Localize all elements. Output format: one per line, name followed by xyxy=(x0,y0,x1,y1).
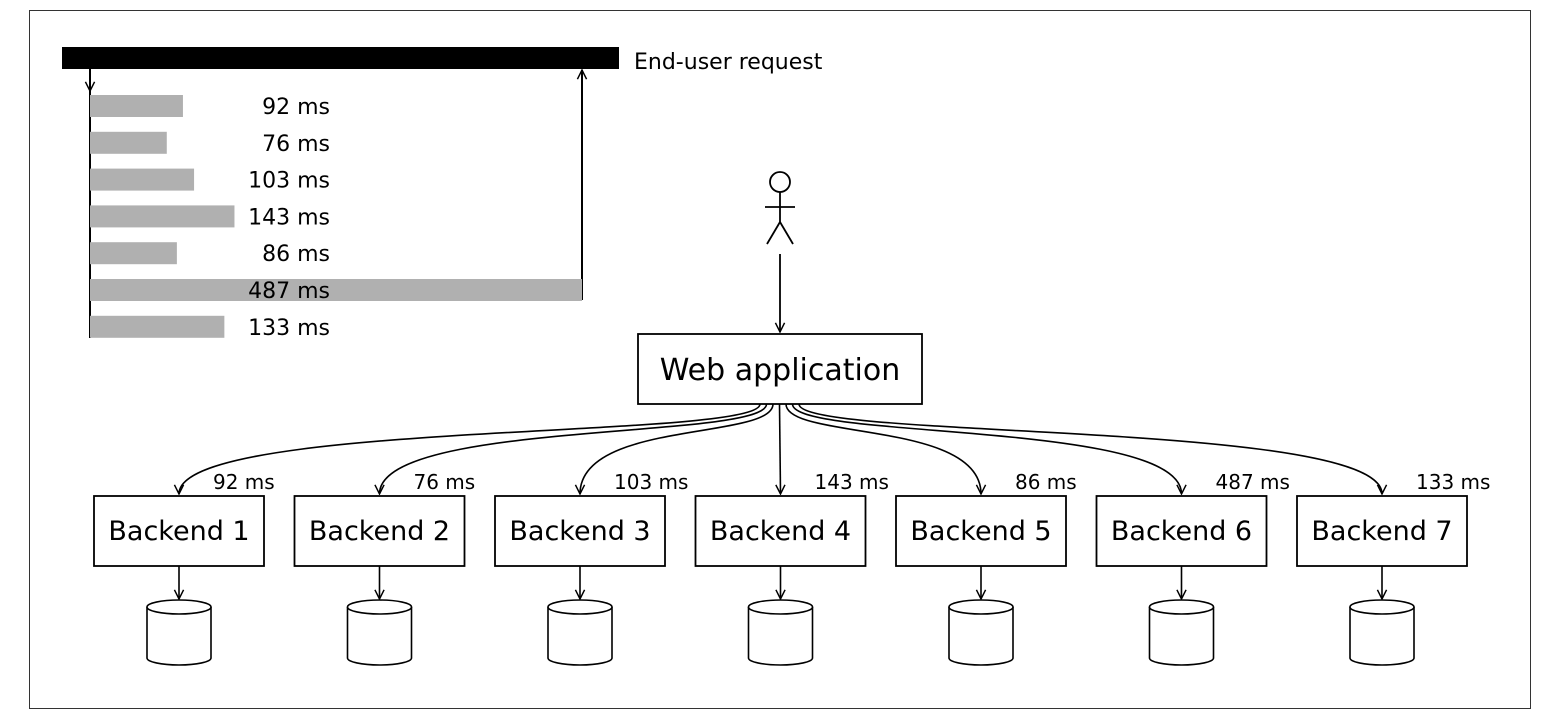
backend-box xyxy=(895,495,1067,567)
backend-box xyxy=(1095,495,1268,567)
user-icon xyxy=(765,171,795,245)
latency-bar-label: 143 ms xyxy=(248,205,330,230)
latency-bar xyxy=(90,131,167,154)
latency-bar-label: 103 ms xyxy=(248,169,330,194)
webapp-to-backend-arrow xyxy=(580,403,774,494)
backend-label: Backend 2 xyxy=(309,516,450,547)
web-application-box xyxy=(637,333,923,405)
webapp-to-backend-arrow xyxy=(798,403,1382,494)
webapp-to-backend-arrow xyxy=(179,403,761,494)
backend-latency-label: 86 ms xyxy=(1015,470,1077,494)
latency-bar-label: 76 ms xyxy=(262,132,330,157)
latency-bar-label: 133 ms xyxy=(248,316,330,341)
request-label: End-user request xyxy=(634,50,823,75)
backend-latency-label: 143 ms xyxy=(815,470,889,494)
backend-box xyxy=(1296,495,1468,567)
backends-group: 92 ms Backend 1 76 ms Backend 2 103 ms Backen… xyxy=(93,403,1490,666)
latency-bar xyxy=(90,95,183,117)
backend-label: Backend 6 xyxy=(1111,516,1252,547)
backend-box xyxy=(694,495,867,567)
database-icon xyxy=(1349,599,1415,666)
webapp-to-backend-arrow xyxy=(380,403,768,494)
database-icon xyxy=(1148,599,1215,666)
latency-bar-label: 92 ms xyxy=(262,95,330,120)
database-icon xyxy=(948,599,1014,666)
latency-bar xyxy=(90,168,195,191)
backend-latency-label: 133 ms xyxy=(1416,470,1490,494)
backend-box xyxy=(293,495,466,567)
database-icon xyxy=(346,599,413,666)
database-icon xyxy=(146,599,212,666)
backend-latency-label: 92 ms xyxy=(213,470,275,494)
diagram-frame xyxy=(29,10,1531,709)
latency-bar xyxy=(90,315,225,338)
latency-bar xyxy=(90,205,235,228)
backend-box xyxy=(93,495,265,567)
latency-bars: 92 ms 76 ms 103 ms 143 ms 86 ms 487 ms 133 ms xyxy=(90,95,582,341)
latency-bar-label: 487 ms xyxy=(248,279,330,304)
webapp-to-backend-arrow xyxy=(785,403,981,494)
latency-bar xyxy=(90,242,177,265)
backend-label: Backend 3 xyxy=(509,516,650,547)
database-icon xyxy=(547,599,613,666)
backend-label: Backend 5 xyxy=(910,516,1051,547)
backend-latency-label: 103 ms xyxy=(614,470,688,494)
backend-box xyxy=(494,495,666,567)
backend-label: Backend 1 xyxy=(108,516,249,547)
latency-bar-label: 86 ms xyxy=(262,242,330,267)
database-icon xyxy=(747,599,814,666)
latency-bar xyxy=(90,279,582,301)
backend-label: Backend 7 xyxy=(1311,516,1452,547)
backend-label: Backend 4 xyxy=(710,516,851,547)
webapp-to-backend-arrow xyxy=(780,403,781,494)
webapp-to-backend-arrow xyxy=(791,403,1182,494)
request-bar xyxy=(62,47,619,69)
backend-latency-label: 76 ms xyxy=(414,470,476,494)
web-application-label: Web application xyxy=(660,353,900,388)
backend-latency-label: 487 ms xyxy=(1216,470,1290,494)
